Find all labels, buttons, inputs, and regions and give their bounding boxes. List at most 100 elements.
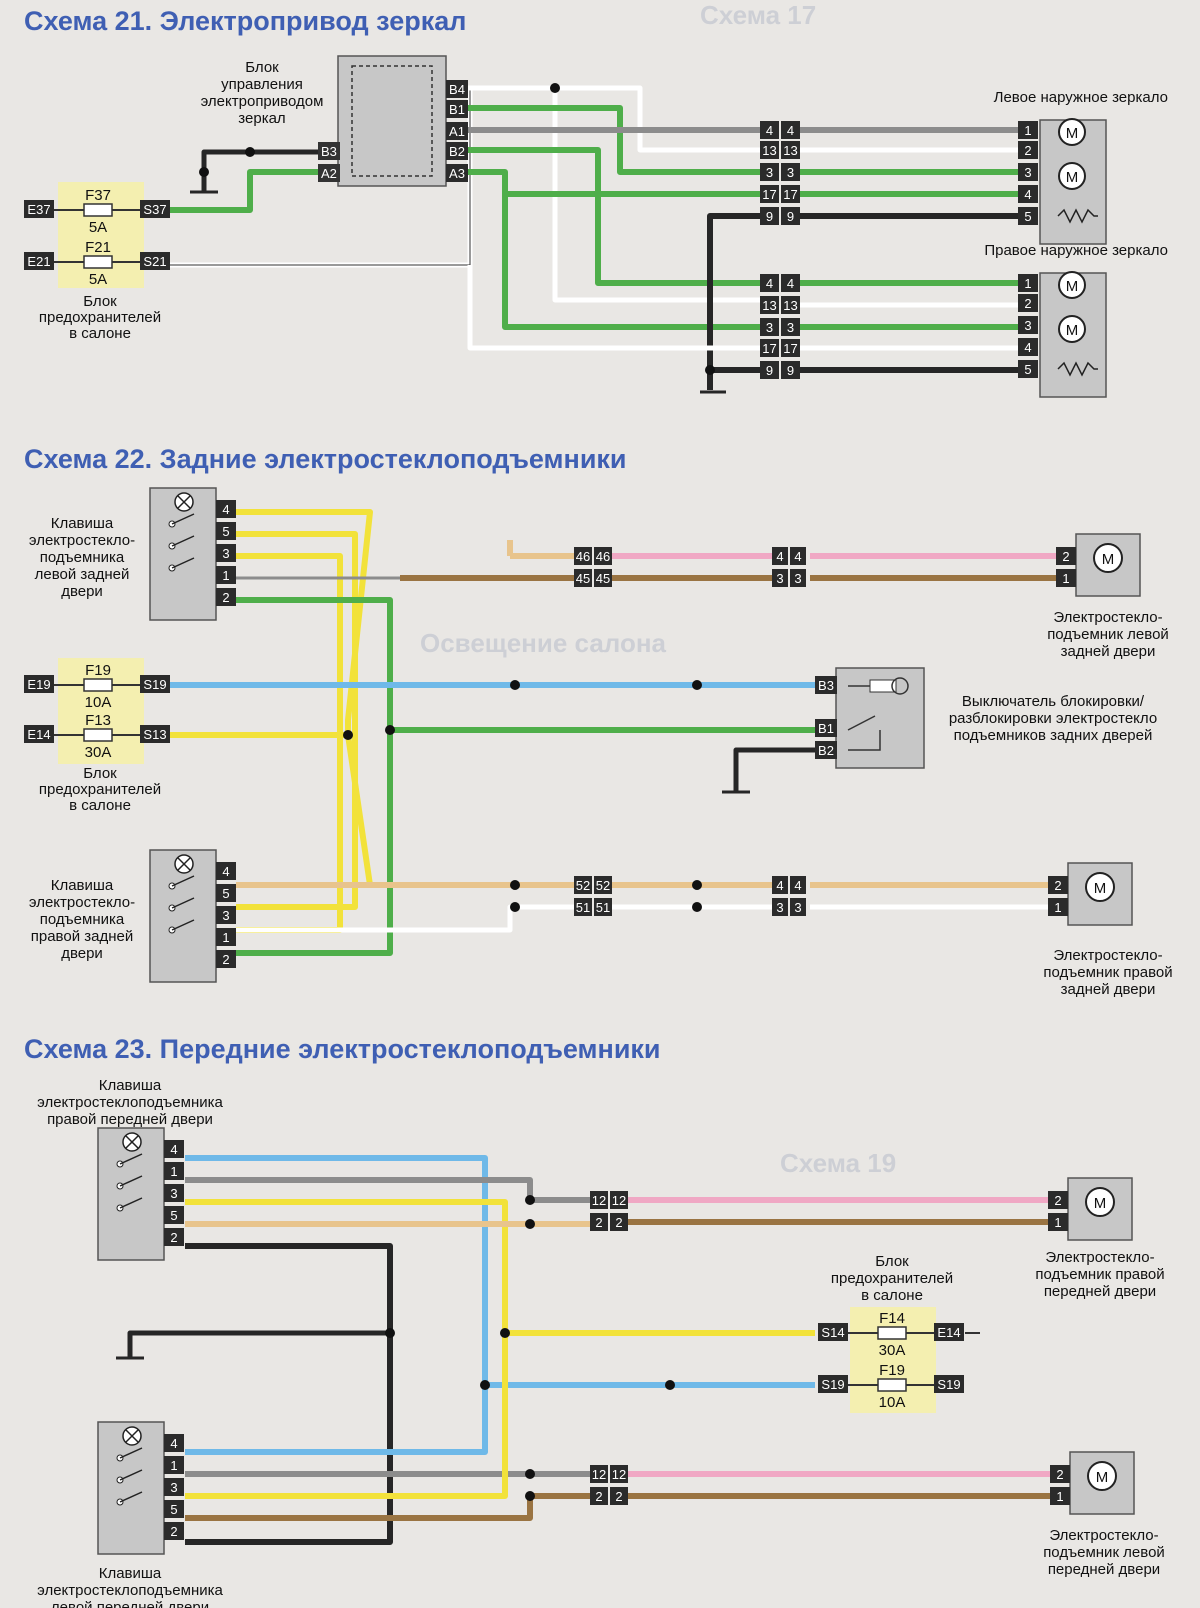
motor-pin <box>1056 569 1076 587</box>
connector-pin <box>781 207 800 225</box>
mirror-pin <box>1018 141 1038 159</box>
pin-label: S19 <box>937 1377 960 1392</box>
fuse-terminal <box>140 200 170 218</box>
fuse-rating: 30A <box>85 744 112 761</box>
switch-pin <box>164 1184 184 1202</box>
fuse-block-label: Блок <box>83 293 117 310</box>
motor-icon <box>1093 543 1123 573</box>
pin-label: E14 <box>27 727 50 742</box>
motor-symbol: M <box>1094 1195 1107 1212</box>
lock-switch-label: разблокировки электростекло <box>949 710 1157 727</box>
fuse-block-23 <box>850 1307 936 1413</box>
pin-label: E14 <box>937 1325 960 1340</box>
fuse-terminal <box>24 200 54 218</box>
pin-label: 1 <box>170 1458 177 1473</box>
connector-pin <box>781 163 800 181</box>
unit-pin <box>446 100 468 118</box>
fuse-name: F19 <box>879 1362 905 1379</box>
motor-pin <box>1050 1465 1070 1483</box>
connector-pin <box>760 361 779 379</box>
pin-label: 12 <box>592 1193 606 1208</box>
mirror-pin <box>1018 121 1038 139</box>
pin-label: S37 <box>143 202 166 217</box>
switch-pin <box>216 522 236 540</box>
motor-pin <box>1050 1487 1070 1505</box>
fuse-terminal <box>818 1375 848 1393</box>
connector-pin <box>610 1213 628 1231</box>
motor-label: Электростекло- <box>1053 609 1162 626</box>
mirror-pin <box>1018 338 1038 356</box>
fuse-terminal <box>140 725 170 743</box>
fuse-block-label: предохранителей <box>39 781 161 798</box>
switch-label: подъемника <box>40 911 125 928</box>
lock-switch-label: Выключатель блокировки/ <box>962 693 1145 710</box>
motor-label: подъемник левой <box>1047 626 1169 643</box>
motor-icon <box>1058 118 1086 146</box>
fuse-rating: 5A <box>89 219 107 236</box>
switch-pin <box>216 588 236 606</box>
switch-label: подъемника <box>40 549 125 566</box>
pin-label: 13 <box>762 298 776 313</box>
pin-label: 52 <box>576 878 590 893</box>
fuse-terminal <box>140 675 170 693</box>
pin-label: 17 <box>783 187 797 202</box>
connector-pin <box>574 876 592 894</box>
switch-pin <box>164 1478 184 1496</box>
pin-label: 17 <box>783 341 797 356</box>
scheme-23-wires <box>116 1155 1050 1545</box>
motor-symbol: M <box>1102 551 1115 568</box>
switch-label: правой задней <box>31 928 133 945</box>
fuse-icon <box>877 1378 907 1392</box>
switch-pin <box>216 950 236 968</box>
pin-label: 46 <box>576 549 590 564</box>
switch-pin <box>164 1456 184 1474</box>
switch-label: Клавиша <box>99 1565 162 1582</box>
switch-label: Клавиша <box>51 877 114 894</box>
pin-label: 12 <box>612 1193 626 1208</box>
led-icon <box>891 677 909 695</box>
pin-label: B2 <box>818 743 834 758</box>
connector-pin <box>760 207 779 225</box>
pin-label: 12 <box>612 1467 626 1482</box>
switch-label: электростеклоподъемника <box>37 1094 223 1111</box>
switch-pin <box>216 500 236 518</box>
pin-label: 3 <box>766 320 773 335</box>
pin-label: 2 <box>1056 1467 1063 1482</box>
switch-pin <box>216 566 236 584</box>
lock-switch-label: подъемников задних дверей <box>954 727 1153 744</box>
connector-pin <box>781 318 800 336</box>
pin-label: 4 <box>1024 340 1031 355</box>
ghost-text: Освещение салона <box>420 628 667 658</box>
connector-pin <box>781 141 800 159</box>
pin-label: 4 <box>776 878 783 893</box>
fuse-icon <box>83 678 113 692</box>
control-unit-label: управления <box>221 76 303 93</box>
motor-pin <box>1048 876 1068 894</box>
pin-label: S19 <box>143 677 166 692</box>
switch-pin <box>164 1140 184 1158</box>
lock-pin <box>815 741 837 759</box>
switch-pin <box>216 862 236 880</box>
connector-pin <box>574 547 592 565</box>
pin-label: 2 <box>615 1215 622 1230</box>
pin-label: B1 <box>818 721 834 736</box>
motor-label: Электростекло- <box>1045 1249 1154 1266</box>
motor-label: подъемник правой <box>1043 964 1172 981</box>
pin-label: B3 <box>818 678 834 693</box>
motor-symbol: M <box>1066 322 1079 339</box>
switch-pin <box>164 1500 184 1518</box>
motor-label: задней двери <box>1061 643 1156 660</box>
motor-pin <box>1048 1191 1068 1209</box>
unit-pin: A2 <box>321 166 337 181</box>
connector-pin <box>760 339 779 357</box>
mirror-pin <box>1018 294 1038 312</box>
switch-label: Клавиша <box>51 515 114 532</box>
motor-symbol: M <box>1094 880 1107 897</box>
pin-label: 3 <box>222 908 229 923</box>
pin-label: 4 <box>766 123 773 138</box>
motor-symbol: M <box>1066 169 1079 186</box>
motor-symbol: M <box>1096 1469 1109 1486</box>
connector-pin <box>760 121 779 139</box>
pin-label: S21 <box>143 254 166 269</box>
